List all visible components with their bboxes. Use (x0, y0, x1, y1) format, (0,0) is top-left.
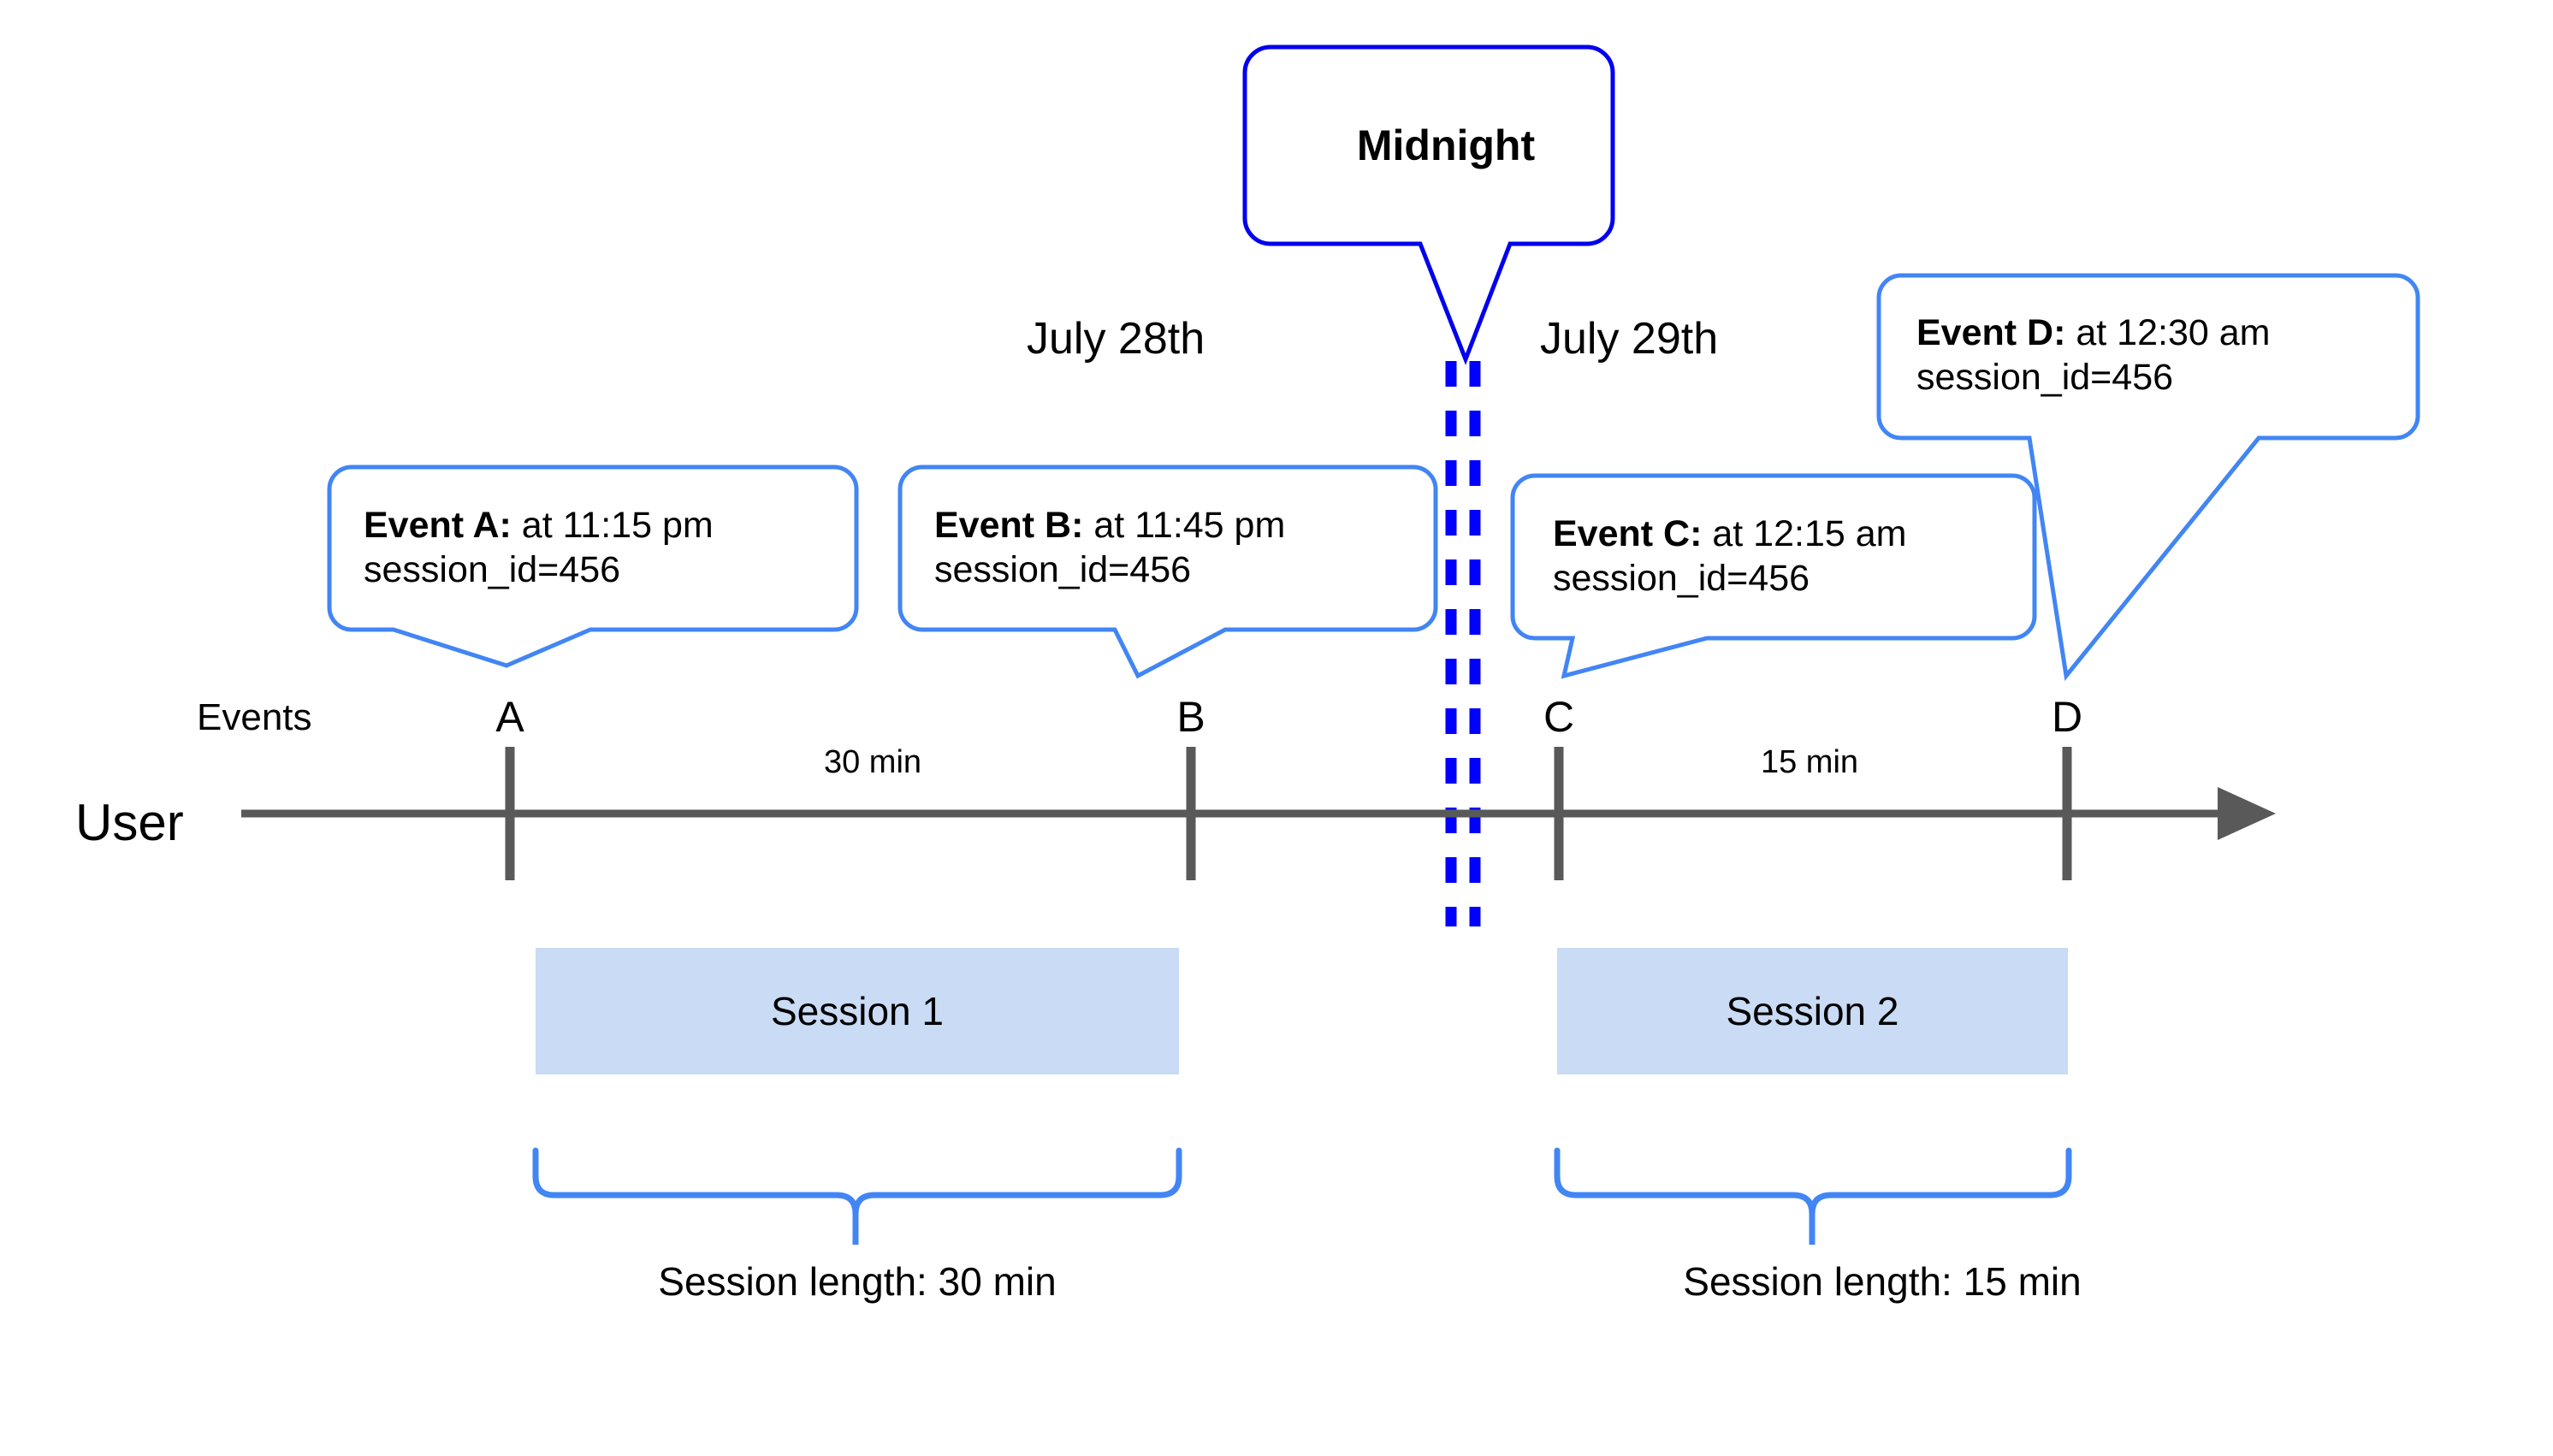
event-c-callout-text: Event C: at 12:15 am session_id=456 (1553, 512, 1906, 601)
session-1-brace (532, 1147, 1182, 1245)
timeline-arrowhead (2218, 787, 2276, 840)
session-1-bar: Session 1 (536, 948, 1179, 1074)
event-c-time: at 12:15 am (1702, 513, 1907, 554)
event-b-time: at 11:45 pm (1083, 505, 1286, 546)
day-label-right: July 29th (1540, 314, 1719, 364)
event-a-time: at 11:15 pm (511, 505, 714, 546)
user-row-label: User (75, 794, 184, 851)
event-b-callout-shape (897, 465, 1438, 679)
event-marker-d-letter: D (2051, 693, 2083, 741)
midnight-callout-label: Midnight (1356, 121, 1536, 169)
event-marker-a-letter: A (495, 693, 524, 741)
event-d-callout-text: Event D: at 12:30 am session_id=456 (1916, 311, 2270, 400)
event-a-session-id: session_id=456 (364, 549, 621, 591)
event-a-callout-text: Event A: at 11:15 pm session_id=456 (364, 503, 714, 593)
event-marker-b-letter: B (1176, 693, 1205, 741)
event-d-bold-label: Event D: (1916, 312, 2066, 353)
session-1-length-caption: Session length: 30 min (658, 1259, 1057, 1304)
event-b-bold-label: Event B: (934, 505, 1084, 546)
session-2-brace (1554, 1147, 2072, 1245)
session-2-length-caption: Session length: 15 min (1683, 1259, 2082, 1304)
midnight-callout-shape (1242, 44, 1615, 365)
event-b-session-id: session_id=456 (934, 549, 1192, 591)
event-d-callout-shape (1876, 273, 2420, 681)
event-c-session-id: session_id=456 (1553, 558, 1810, 600)
event-d-time: at 12:30 am (2065, 312, 2271, 353)
session-1-bar-label: Session 1 (770, 989, 944, 1033)
day-label-left: July 28th (1027, 314, 1205, 364)
event-b-callout-text: Event B: at 11:45 pm session_id=456 (934, 503, 1285, 593)
event-c-bold-label: Event C: (1553, 513, 1703, 554)
duration-label-a-to-b: 30 min (823, 744, 922, 780)
session-2-bar: Session 2 (1557, 948, 2068, 1074)
event-marker-c-letter: C (1543, 693, 1575, 741)
duration-label-c-to-d: 15 min (1760, 744, 1859, 780)
event-a-callout-shape (327, 465, 859, 668)
event-a-bold-label: Event A: (364, 505, 512, 546)
event-c-callout-shape (1510, 473, 2037, 679)
event-d-session-id: session_id=456 (1916, 357, 2174, 399)
events-row-label: Events (197, 696, 312, 738)
session-2-bar-label: Session 2 (1726, 989, 1899, 1033)
